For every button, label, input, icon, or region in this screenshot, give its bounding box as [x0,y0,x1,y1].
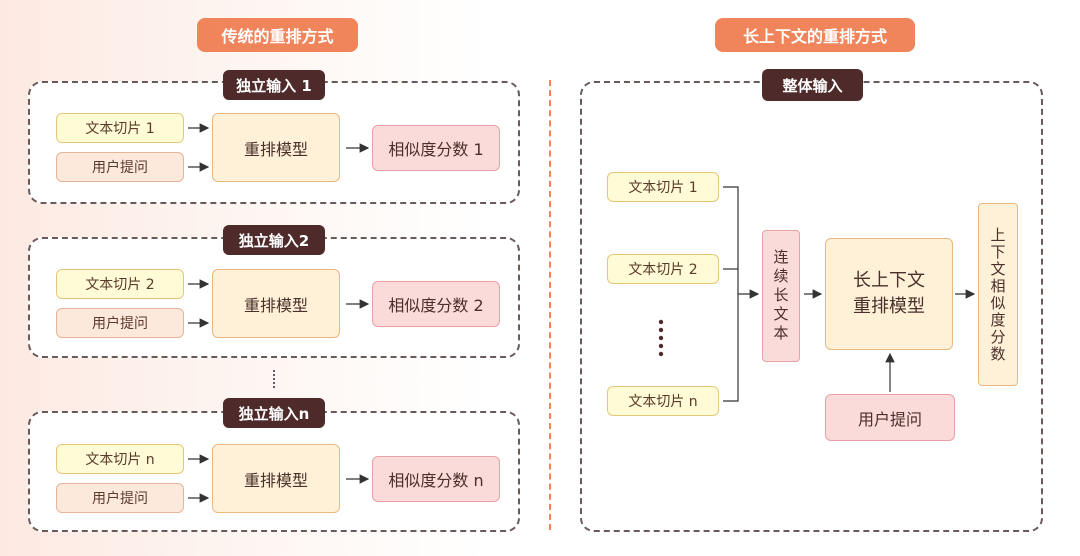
user-query-box: 用户提问 [825,394,955,441]
independent-input-tag-1: 独立输入 1 [223,70,325,100]
section-divider [549,80,551,530]
text-chunk-box: 文本切片 2 [56,269,184,299]
text-chunk-box: 文本切片 1 [56,113,184,143]
rerank-model-box: 重排模型 [212,269,340,338]
text-chunk-box: 文本切片 n [607,386,719,416]
text-chunk-box: 文本切片 n [56,444,184,474]
long-context-rerank-model-box: 长上下文 重排模型 [825,238,953,350]
independent-input-tag-n: 独立输入n [223,398,325,428]
ellipsis-vertical-dots [657,318,665,358]
user-query-box: 用户提问 [56,152,184,182]
concatenated-long-text-box: 连续长文本 [762,230,800,362]
user-query-box: 用户提问 [56,483,184,513]
similarity-score-box: 相似度分数 1 [372,125,500,171]
text-chunk-box: 文本切片 1 [607,172,719,202]
holistic-input-tag: 整体输入 [762,69,863,101]
rerank-model-box: 重排模型 [212,113,340,182]
independent-input-tag-2: 独立输入2 [223,225,325,255]
text-chunk-box: 文本切片 2 [607,254,719,284]
ellipsis-vertical-dots [273,370,275,388]
context-similarity-score-box: 上下文相似度分数 [978,203,1018,386]
dots-icon [658,319,664,357]
similarity-score-box: 相似度分数 2 [372,281,500,327]
traditional-rerank-header: 传统的重排方式 [197,18,358,52]
user-query-box: 用户提问 [56,308,184,338]
similarity-score-box: 相似度分数 n [372,456,500,502]
long-context-rerank-header: 长上下文的重排方式 [715,18,915,52]
rerank-model-box: 重排模型 [212,444,340,513]
holistic-input-panel [580,81,1043,532]
